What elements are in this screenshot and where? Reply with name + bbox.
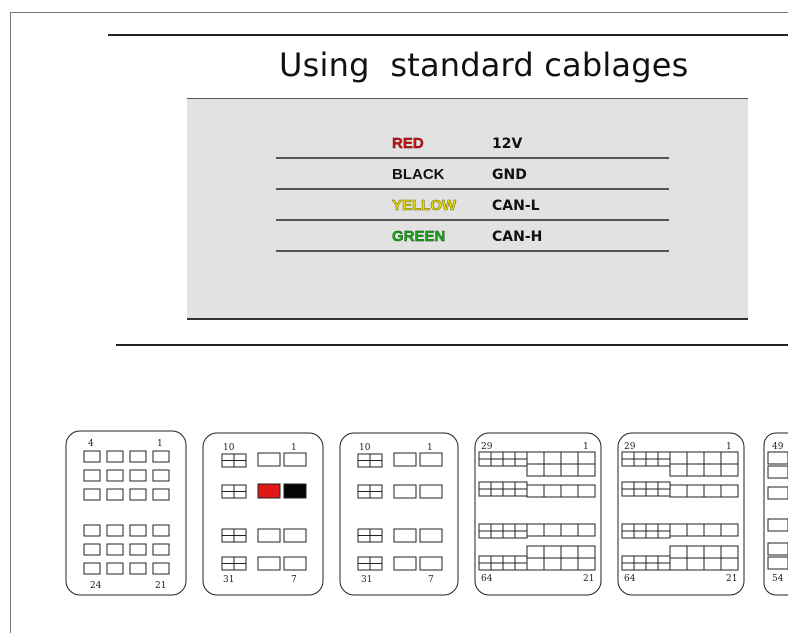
- pin-label-top-left: 4: [88, 439, 94, 449]
- wire-row-black: BLACK GND: [276, 159, 669, 190]
- connector-6: [763, 432, 788, 596]
- pin-grid: [767, 451, 788, 570]
- pin-grid: [357, 452, 443, 571]
- pin-label-bottom-left: 64: [624, 574, 636, 584]
- connector-1: [65, 430, 187, 596]
- wire-row-green: GREEN CAN-H: [276, 221, 669, 252]
- pin-label-bottom-left: 24: [90, 581, 102, 591]
- wire-signal-label: CAN-L: [492, 198, 540, 214]
- connector-housing: [339, 432, 459, 596]
- connector-housing: [65, 430, 187, 596]
- wire-color-label: RED: [392, 135, 424, 152]
- pin-label-bottom-right: 7: [428, 575, 434, 585]
- wire-color-label: YELLOW: [392, 197, 457, 215]
- wire-signal-label: GND: [492, 167, 527, 183]
- pin-label-bottom-right: 21: [726, 574, 737, 584]
- wire-legend-panel: [187, 98, 748, 320]
- pin-label-bottom-right: 21: [155, 581, 166, 591]
- wire-legend-table: RED 12V BLACK GND YELLOW CAN-L GREEN CAN…: [276, 128, 669, 252]
- pin-grid: [478, 451, 596, 571]
- pin-grid: [83, 450, 170, 575]
- pin-label-top-right: 1: [291, 443, 297, 453]
- wire-row-red: RED 12V: [276, 128, 669, 159]
- wire-row-yellow: YELLOW CAN-L: [276, 190, 669, 221]
- pin-label-bottom-left: 31: [223, 575, 234, 585]
- connector-housing: [202, 432, 324, 596]
- pin-label-top-right: 1: [427, 443, 433, 453]
- pin-label-top-right: 1: [726, 442, 732, 452]
- connector-housing: [617, 432, 745, 596]
- pin-label-bottom-left: 64: [481, 574, 493, 584]
- connector-3: [339, 432, 459, 596]
- page-title: Using standard cablages: [279, 46, 689, 84]
- pin-label-bottom-left: 54: [772, 574, 784, 584]
- top-rule: [108, 34, 788, 36]
- pin-grid: [621, 451, 739, 571]
- pin-label-top-left: 10: [359, 443, 371, 453]
- pin-label-top-left: 29: [624, 442, 636, 452]
- pin-label-top-right: 1: [583, 442, 589, 452]
- wire-signal-label: CAN-H: [492, 229, 543, 245]
- pin-label-top-right: 1: [157, 439, 163, 449]
- wire-color-label: GREEN: [392, 228, 446, 245]
- middle-rule: [116, 344, 788, 346]
- connector-2: [202, 432, 324, 596]
- pin-red-12v: [257, 483, 281, 499]
- pin-grid: [221, 452, 307, 571]
- pin-label-top-left: 29: [481, 442, 493, 452]
- pin-black-gnd: [283, 483, 307, 499]
- pin-label-bottom-right: 7: [291, 575, 297, 585]
- connector-housing: [474, 432, 602, 596]
- pin-label-top-left: 49: [772, 442, 784, 452]
- wire-signal-label: 12V: [492, 136, 523, 152]
- pin-label-bottom-right: 21: [583, 574, 594, 584]
- connector-4: [474, 432, 602, 596]
- pin-label-top-left: 10: [223, 443, 235, 453]
- wire-color-label: BLACK: [392, 166, 445, 183]
- connector-5: [617, 432, 745, 596]
- pin-label-bottom-left: 31: [361, 575, 372, 585]
- connector-housing: [763, 432, 788, 596]
